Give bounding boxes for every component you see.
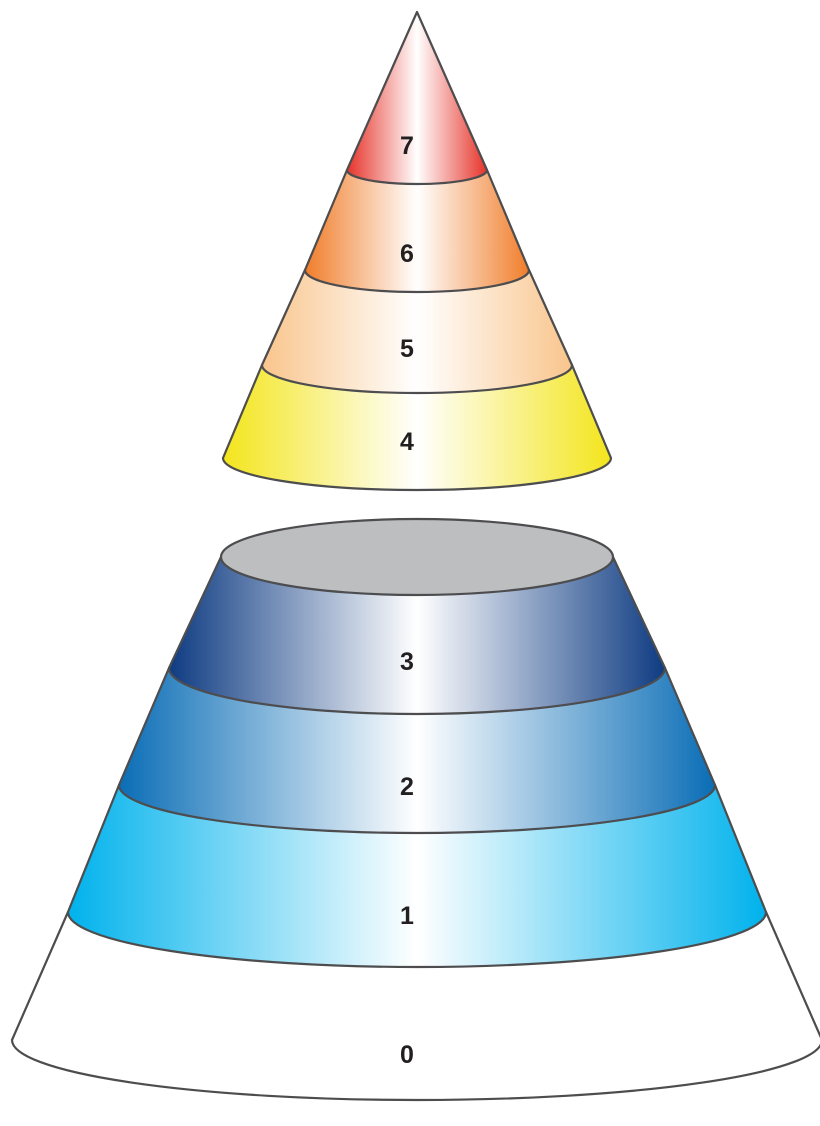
layer-label-5: 5 [400,335,414,363]
layer-label-2: 2 [400,773,414,801]
cone-band-7 [345,10,489,186]
cone-band-6 [303,168,531,294]
cone-bands [10,10,820,1102]
layer-label-3: 3 [400,648,414,676]
lower-cone-top-cap [219,517,615,597]
layer-label-1: 1 [400,902,414,930]
layer-label-6: 6 [400,240,414,268]
layer-labels: 0 1 2 3 4 5 6 7 [400,132,414,1069]
layer-label-0: 0 [400,1041,414,1069]
layer-label-4: 4 [400,428,414,456]
layer-label-7: 7 [400,132,414,160]
